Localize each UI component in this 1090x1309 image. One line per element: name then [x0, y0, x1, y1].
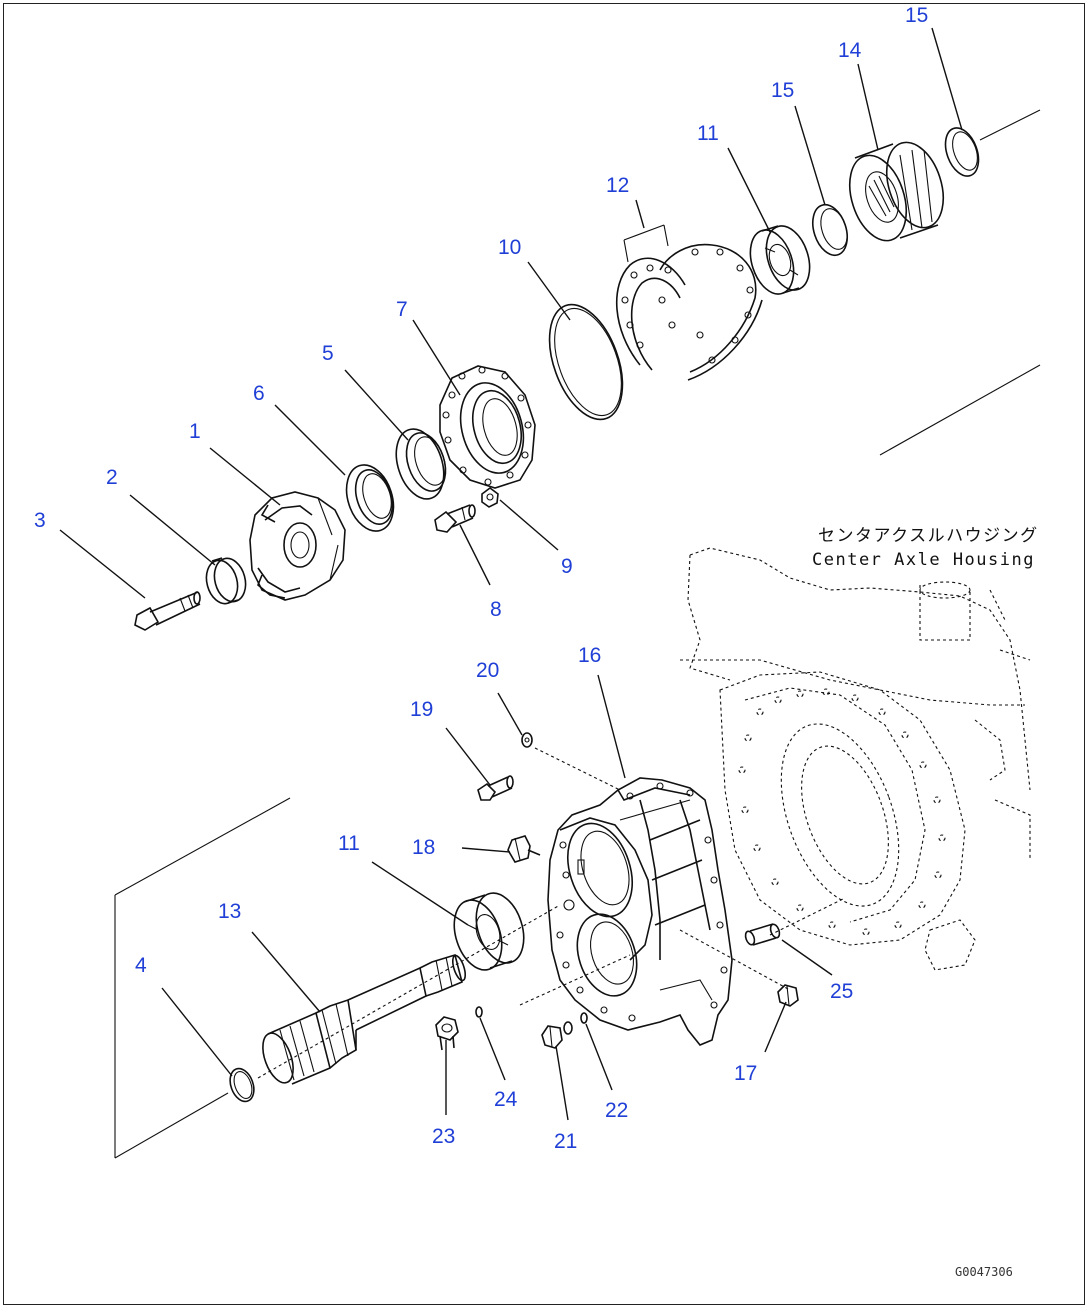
callout-25: 25 [830, 980, 853, 1003]
callout-15-middle: 15 [771, 79, 794, 102]
part-snapring-15-top [944, 127, 980, 177]
callout-8: 8 [490, 598, 502, 621]
part-oring-22 [580, 1012, 588, 1024]
callout-22: 22 [605, 1099, 628, 1122]
callout-24: 24 [494, 1088, 518, 1111]
part-seal-6 [345, 464, 395, 532]
part-oring-10 [548, 303, 624, 421]
part-bearing-11-lower [453, 892, 525, 971]
callout-15-top: 15 [905, 4, 928, 27]
callout-6: 6 [253, 382, 265, 405]
part-yoke-1 [249, 491, 346, 601]
callout-17: 17 [734, 1062, 757, 1085]
drawing-id: G0047306 [955, 1265, 1013, 1279]
part-case-16 [547, 777, 733, 1046]
center-axis-upper [879, 109, 1041, 456]
housing-label-english: Center Axle Housing [812, 550, 1035, 570]
part-shaft-13 [262, 953, 467, 1085]
callout-2: 2 [106, 466, 118, 489]
callout-11-upper: 11 [697, 122, 719, 145]
assembly-bracket-lines [114, 747, 846, 1159]
callout-3: 3 [34, 509, 46, 532]
callout-11-lower: 11 [338, 832, 360, 855]
callout-5: 5 [322, 342, 334, 365]
callout-4: 4 [135, 954, 147, 977]
callout-21: 21 [554, 1130, 577, 1153]
part-bolt-23 [435, 1016, 459, 1051]
callout-20: 20 [476, 659, 499, 682]
part-bolt-3 [134, 591, 201, 631]
part-washer-20 [521, 732, 533, 748]
callout-14: 14 [838, 39, 862, 62]
part-oring-4 [229, 1067, 255, 1103]
callout-13: 13 [218, 900, 241, 923]
callout-1: 1 [189, 420, 201, 443]
part-bolt-19 [477, 775, 514, 801]
callout-7: 7 [396, 298, 408, 321]
part-plug-18 [507, 835, 541, 863]
part-washer-9 [481, 487, 499, 508]
part-pin-25 [744, 923, 781, 946]
part-bearing-11-upper [749, 225, 811, 295]
part-shims-12 [615, 224, 763, 381]
callout-23: 23 [432, 1125, 455, 1148]
part-seal-5 [395, 428, 447, 500]
callout-19: 19 [410, 698, 433, 721]
part-washer-2 [205, 557, 247, 605]
diagram-frame [3, 3, 1085, 1305]
part-snapring-15-middle [811, 203, 849, 257]
part-plug-17 [777, 984, 799, 1007]
part-bearing-14 [848, 141, 945, 242]
callout-16: 16 [578, 644, 601, 667]
center-axle-housing [680, 547, 1031, 971]
callout-9: 9 [561, 555, 573, 578]
leader-lines [59, 27, 963, 1121]
part-bolt-8 [434, 504, 476, 533]
callout-labels: 15 14 15 11 12 10 7 5 6 1 2 3 9 8 16 20 … [34, 4, 928, 1153]
callout-18: 18 [412, 836, 435, 859]
part-plug-21 [541, 1021, 573, 1049]
part-cage-7 [439, 365, 536, 489]
part-oring-24 [475, 1006, 483, 1018]
callout-10: 10 [498, 236, 521, 259]
callout-12: 12 [606, 174, 629, 197]
housing-label-japanese: センタアクスルハウジング [818, 526, 1039, 546]
